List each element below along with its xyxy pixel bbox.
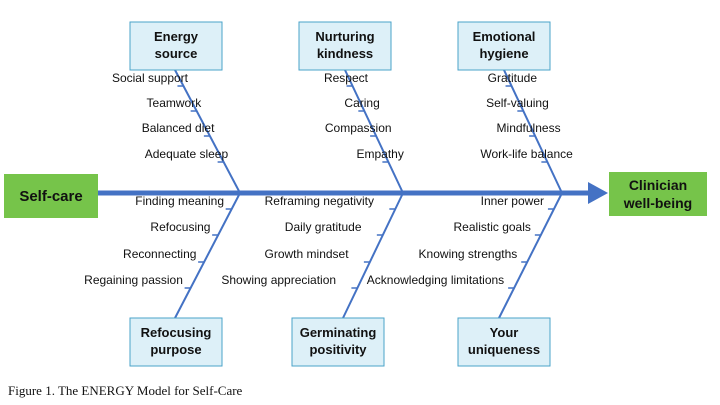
cause-item: Growth mindset <box>265 247 350 261</box>
cause-item: Reframing negativity <box>265 194 374 208</box>
cause-item: Social support <box>112 71 189 85</box>
cause-item: Balanced diet <box>142 121 215 135</box>
category-bone-line <box>342 192 404 319</box>
category-boxes: Energy source Nurturing kindness Emotional hy… <box>129 21 551 367</box>
category-label: purpose <box>150 342 201 357</box>
category-label: Refocusing <box>141 325 212 340</box>
category-box: Energy source <box>129 21 223 71</box>
category-label: kindness <box>317 46 373 61</box>
category-bone-line <box>174 69 241 194</box>
category-box: Emotional hygiene <box>457 21 551 71</box>
cause-item: Teamwork <box>147 96 203 110</box>
cause-item: Showing appreciation <box>221 273 336 287</box>
cause-item: Empathy <box>356 147 403 161</box>
category-box: Nurturing kindness <box>298 21 392 71</box>
cause-item: Compassion <box>325 121 392 135</box>
cause-item: Realistic goals <box>454 220 531 234</box>
category-box: Refocusing purpose <box>129 317 223 367</box>
category-box-frame <box>291 317 385 367</box>
category-bone-line <box>344 69 404 194</box>
outcome-label-line-1: Clinician <box>629 177 687 193</box>
category-box-frame <box>298 21 392 71</box>
cause-item: Regaining passion <box>84 273 183 287</box>
category-label: Emotional <box>473 29 536 44</box>
cause-item: Refocusing <box>150 220 210 234</box>
category-label: Energy <box>154 29 199 44</box>
cause-item: Adequate sleep <box>145 147 229 161</box>
cause-item: Reconnecting <box>123 247 196 261</box>
category-box-frame <box>129 317 223 367</box>
cause-item: Acknowledging limitations <box>367 273 504 287</box>
cause-item: Caring <box>344 96 379 110</box>
category-box-frame <box>457 317 551 367</box>
category-bone-line <box>174 192 241 319</box>
clinician-well-being-box: Clinician well-being <box>609 172 707 216</box>
category-box: Germinating positivity <box>291 317 385 367</box>
cause-item: Daily gratitude <box>285 220 362 234</box>
category-label: uniqueness <box>468 342 540 357</box>
outcome-label-line-2: well-being <box>623 195 692 211</box>
cause-item: Finding meaning <box>135 194 224 208</box>
category-label: Germinating <box>300 325 377 340</box>
category-label: Your <box>490 325 519 340</box>
category-label: positivity <box>309 342 367 357</box>
category-bone-line <box>498 192 563 319</box>
cause-item: Mindfulness <box>497 121 561 135</box>
cause-item: Respect <box>324 71 369 85</box>
category-box-frame <box>129 21 223 71</box>
category-label: hygiene <box>479 46 528 61</box>
cause-item: Gratitude <box>488 71 538 85</box>
self-care-label: Self-care <box>19 188 82 205</box>
figure-caption: Figure 1. The ENERGY Model for Self-Care <box>8 383 243 398</box>
category-label: source <box>155 46 198 61</box>
category-box: Your uniqueness <box>457 317 551 367</box>
cause-item: Knowing strengths <box>419 247 518 261</box>
category-bone-line <box>503 69 563 194</box>
category-label: Nurturing <box>315 29 374 44</box>
cause-item: Work-life balance <box>480 147 573 161</box>
self-care-box: Self-care <box>4 174 98 218</box>
bone-lines <box>174 69 563 319</box>
cause-item: Self-valuing <box>486 96 549 110</box>
spine-arrow-head <box>588 182 608 204</box>
cause-item: Inner power <box>481 194 544 208</box>
category-box-frame <box>457 21 551 71</box>
